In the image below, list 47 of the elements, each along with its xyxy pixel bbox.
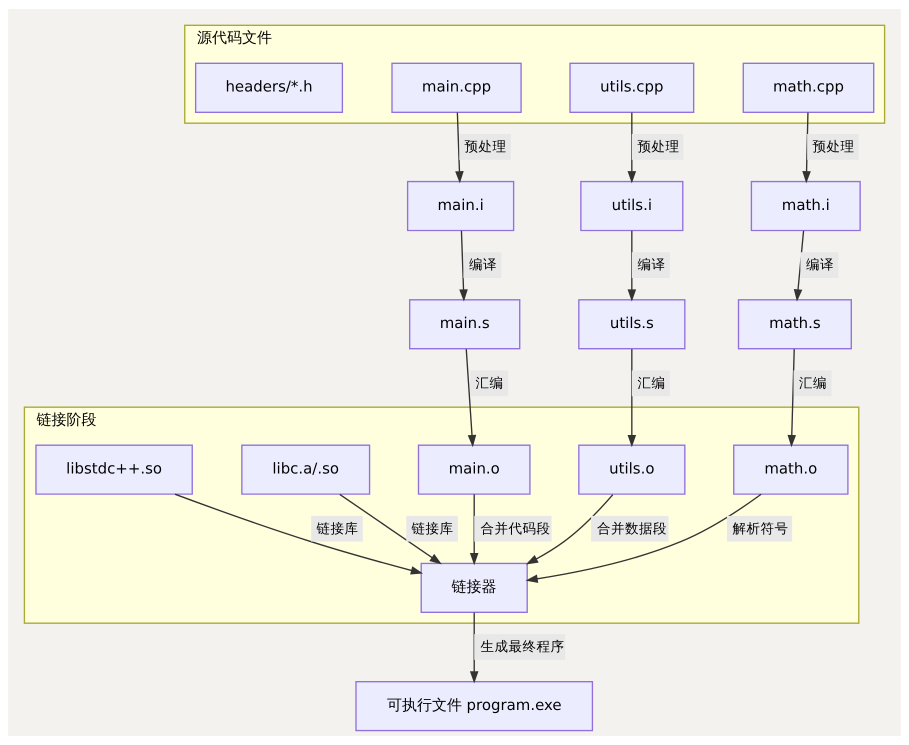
edge-label: 汇编 bbox=[476, 375, 504, 392]
arrow bbox=[628, 112, 636, 184]
arrow bbox=[455, 112, 464, 184]
arrow bbox=[628, 230, 636, 302]
node-box: libstdc++.so bbox=[35, 444, 193, 495]
edge-label: 合并代码段 bbox=[480, 520, 550, 537]
arrow bbox=[174, 494, 424, 575]
node-box: utils.s bbox=[578, 299, 686, 350]
edge-label: 编译 bbox=[806, 257, 834, 274]
arrow bbox=[466, 349, 476, 448]
node-box: main.s bbox=[408, 299, 520, 350]
node-box: math.i bbox=[750, 180, 861, 232]
node-box: main.o bbox=[418, 444, 531, 495]
arrow bbox=[526, 494, 762, 583]
edge-label: 预处理 bbox=[812, 139, 855, 156]
node-box: utils.o bbox=[578, 444, 686, 495]
node-box: math.cpp bbox=[742, 62, 874, 113]
node-box: main.i bbox=[406, 180, 514, 232]
edge-label: 链接库 bbox=[412, 520, 454, 537]
node-box: headers/*.h bbox=[194, 62, 344, 113]
node-box: main.cpp bbox=[391, 62, 522, 113]
edge-label: 汇编 bbox=[637, 375, 666, 392]
edge-label: 解析符号 bbox=[732, 520, 788, 537]
arrow bbox=[470, 494, 478, 566]
edge-label: 合并数据段 bbox=[597, 520, 668, 537]
node-box: libc.a/.so bbox=[241, 444, 370, 495]
arrow bbox=[628, 349, 636, 448]
node-box: utils.cpp bbox=[569, 62, 694, 113]
node-box: math.s bbox=[738, 299, 852, 350]
edge-label: 链接库 bbox=[316, 520, 359, 537]
node-box: math.o bbox=[733, 444, 849, 495]
edge-label: 编译 bbox=[468, 257, 497, 274]
arrow bbox=[470, 612, 478, 684]
edge-label: 预处理 bbox=[637, 139, 680, 156]
edge-label: 编译 bbox=[637, 257, 666, 274]
arrow bbox=[802, 112, 811, 184]
edge-label: 生成最终程序 bbox=[480, 639, 564, 656]
node-box: utils.i bbox=[580, 180, 684, 232]
arrow bbox=[339, 494, 442, 564]
arrow bbox=[788, 349, 796, 448]
node-box: 链接器 bbox=[420, 562, 528, 614]
node-box: 可执行文件 program.exe bbox=[355, 680, 594, 732]
edge-label: 汇编 bbox=[798, 375, 827, 392]
arrow bbox=[459, 230, 468, 302]
arrow bbox=[794, 230, 804, 302]
edge-label: 预处理 bbox=[464, 139, 507, 156]
arrow bbox=[526, 494, 614, 564]
